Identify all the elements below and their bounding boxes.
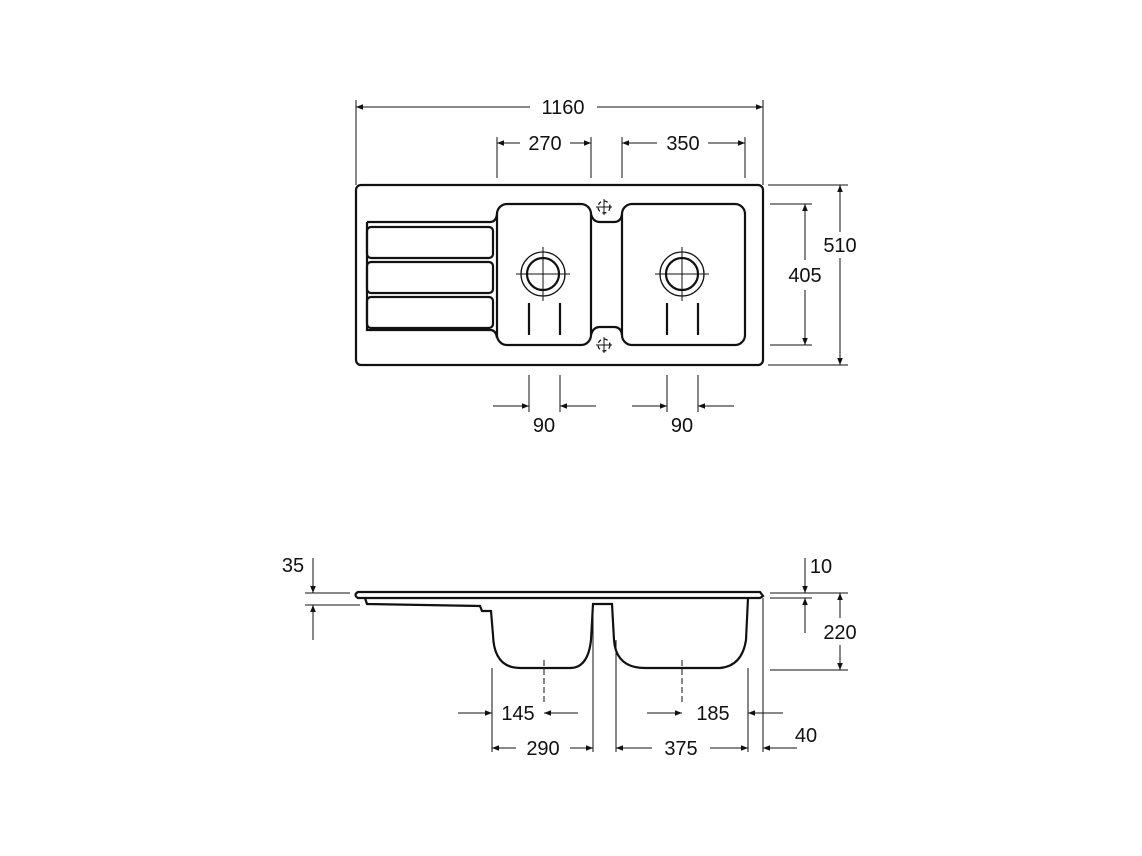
dim-overall-width: 1160 [355, 97, 764, 185]
dim-label: 40 [795, 725, 817, 747]
dim-rim-thickness: 10 [770, 556, 848, 633]
left-drain-icon [516, 247, 570, 335]
dim-label: 270 [528, 133, 561, 155]
dim-left-drain-offset: 145 [458, 703, 578, 725]
tap-hole-marker-icon [596, 337, 612, 353]
drainer-ribs [365, 213, 499, 339]
dim-left-bowl-width: 270 [496, 133, 592, 178]
dim-bowl-height: 220 [770, 593, 857, 671]
side-view: 35 10 220 145 185 290 [282, 555, 857, 760]
dim-label: 375 [664, 738, 697, 760]
dim-left-bowl-width-side: 290 [492, 738, 593, 760]
dim-left-drain-spacing: 90 [493, 375, 596, 437]
dim-overall-depth: 510 [768, 184, 857, 366]
dim-rim-edge: 40 [763, 725, 817, 751]
dim-right-drain-offset: 185 [647, 703, 783, 725]
dim-label: 90 [533, 415, 555, 437]
dim-drainer-depth: 35 [282, 555, 360, 640]
right-bowl [620, 202, 747, 347]
dim-label: 185 [696, 703, 729, 725]
dim-label: 510 [823, 235, 856, 257]
right-drain-icon [655, 247, 709, 335]
dim-right-drain-spacing: 90 [632, 375, 734, 437]
dim-bowl-depth: 405 [770, 203, 822, 346]
dim-label: 350 [666, 133, 699, 155]
sink-outline [354, 183, 765, 367]
dim-label: 90 [671, 415, 693, 437]
dim-label: 35 [282, 555, 304, 577]
dim-label: 220 [823, 622, 856, 644]
top-view: 1160 270 350 405 510 [354, 97, 857, 437]
bowl-bridge [589, 213, 624, 336]
tap-hole-marker-icon [596, 199, 612, 215]
dim-right-bowl-width-side: 375 [616, 738, 748, 760]
dim-right-bowl-width: 350 [621, 133, 746, 178]
bowl-profile [363, 597, 750, 670]
drain-centerline [543, 660, 683, 705]
sink-rim [354, 590, 765, 600]
dim-label: 405 [788, 265, 821, 287]
dim-label: 1160 [541, 97, 584, 119]
dim-label: 290 [526, 738, 559, 760]
left-bowl [495, 202, 593, 347]
dim-label: 10 [810, 556, 832, 578]
dim-label: 145 [501, 703, 534, 725]
